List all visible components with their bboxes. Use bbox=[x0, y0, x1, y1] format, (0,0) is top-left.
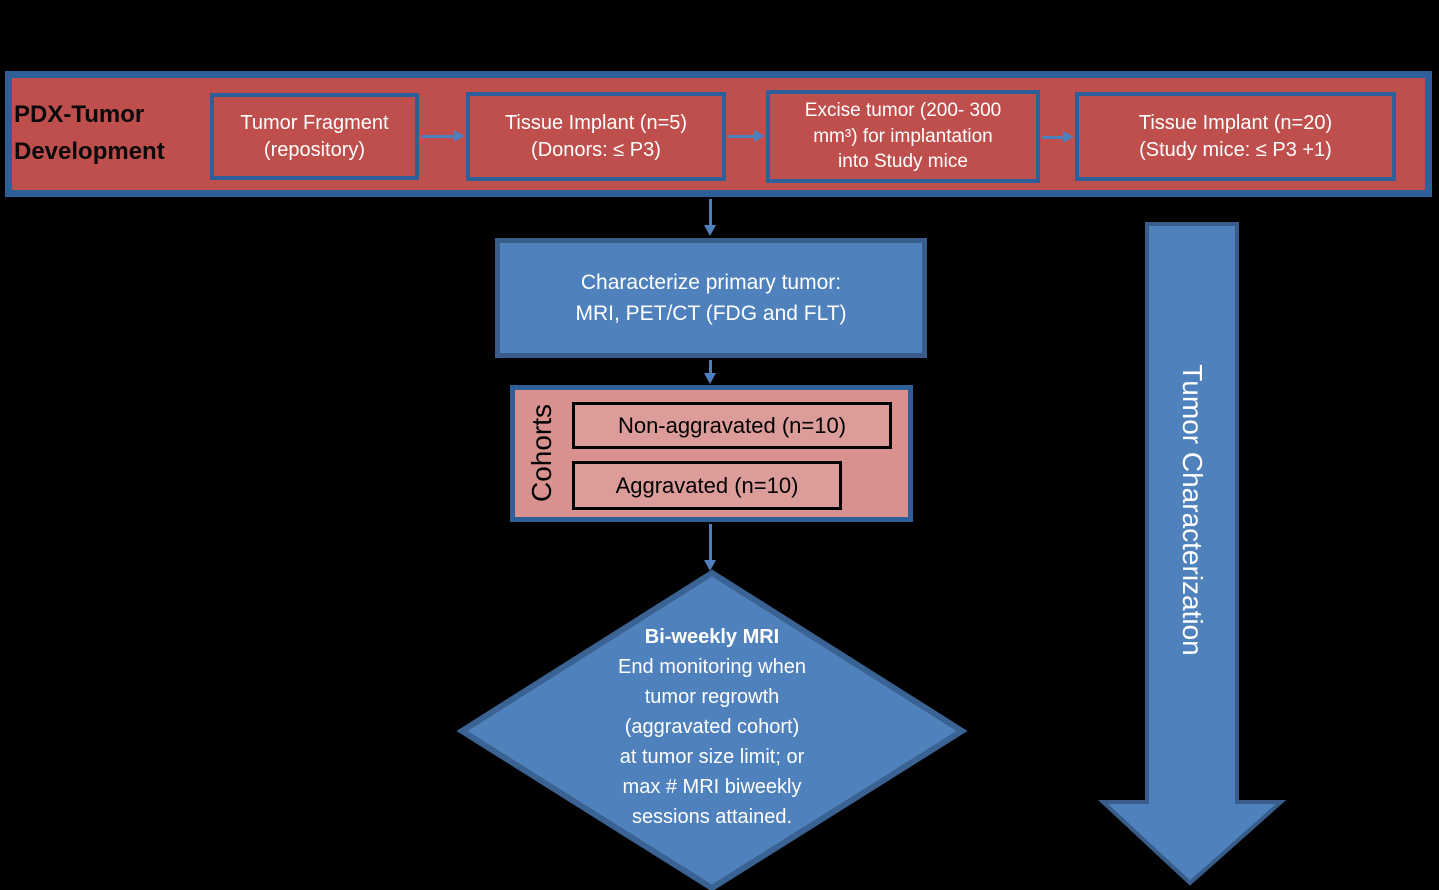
step-tissue-implant-donors: Tissue Implant (n=5) (Donors: ≤ P3) bbox=[466, 92, 726, 181]
cohort-non-aggravated: Non-aggravated (n=10) bbox=[572, 402, 892, 449]
banner-title: PDX-Tumor Development bbox=[14, 101, 165, 166]
arrow-right-icon bbox=[728, 130, 765, 142]
arrow-down-icon bbox=[704, 199, 716, 236]
characterize-tumor-box: Characterize primary tumor: MRI, PET/CT … bbox=[495, 238, 927, 358]
decision-diamond-shape bbox=[456, 569, 968, 890]
cohort-aggravated: Aggravated (n=10) bbox=[572, 461, 842, 510]
arrow-down-icon bbox=[704, 360, 716, 384]
cohorts-label-wrap: Cohorts bbox=[512, 388, 572, 518]
step-excise-tumor: Excise tumor (200- 300 mm³) for implanta… bbox=[766, 90, 1040, 183]
step-tissue-implant-study: Tissue Implant (n=20) (Study mice: ≤ P3 … bbox=[1075, 92, 1396, 181]
decision-body: End monitoring when tumor regrowth (aggr… bbox=[618, 656, 806, 828]
tumor-characterization-label: Tumor Characterization bbox=[1177, 364, 1209, 656]
tumor-characterization-label-wrap: Tumor Characterization bbox=[1147, 230, 1237, 790]
arrow-right-icon bbox=[421, 130, 465, 142]
step-tumor-fragment: Tumor Fragment (repository) bbox=[210, 93, 419, 180]
decision-diamond-text: Bi-weekly MRI End monitoring when tumor … bbox=[532, 622, 892, 832]
decision-title: Bi-weekly MRI bbox=[644, 626, 780, 648]
cohorts-label: Cohorts bbox=[526, 403, 558, 503]
arrow-down-icon bbox=[704, 524, 716, 571]
arrow-right-icon bbox=[1042, 131, 1074, 143]
tumor-characterization-arrow-shape bbox=[1097, 222, 1287, 886]
